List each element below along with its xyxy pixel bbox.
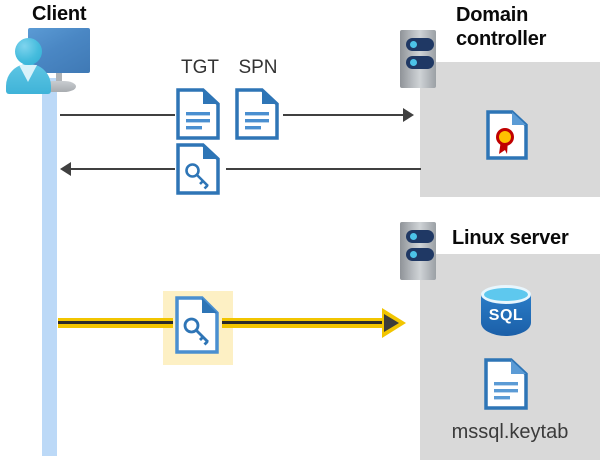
spn-document-icon xyxy=(235,88,279,140)
domain-controller-title-line1: Domain xyxy=(456,4,529,26)
flow-ticket-arrowhead xyxy=(384,314,399,332)
domain-controller-title-line2: controller xyxy=(456,28,547,50)
flow-response-arrowhead xyxy=(60,162,71,176)
flow-ticket-line-left-core xyxy=(58,321,173,324)
client-lifeline xyxy=(42,78,57,456)
keytab-filename-label: mssql.keytab xyxy=(451,421,569,443)
sql-database-icon: SQL xyxy=(478,285,534,341)
flow-response-line-right xyxy=(226,168,421,170)
rack-led-icon xyxy=(410,59,417,66)
tgt-document-icon xyxy=(176,88,220,140)
rack-led-icon xyxy=(410,233,417,240)
linux-server-title: Linux server xyxy=(452,227,569,249)
flow-response-line-left xyxy=(71,168,175,170)
linux-server-rack-icon xyxy=(400,222,436,280)
flow-request-arrowhead xyxy=(403,108,414,122)
keytab-document-icon xyxy=(484,358,528,410)
rack-led-icon xyxy=(410,41,417,48)
monitor-base-icon xyxy=(42,81,76,92)
rack-led-icon xyxy=(410,251,417,258)
certificate-document-icon xyxy=(486,110,528,160)
sql-label: SQL xyxy=(488,307,524,324)
user-collar-icon xyxy=(19,65,37,82)
flow-ticket-line-right-core xyxy=(222,321,382,324)
flow-request-line-right xyxy=(283,114,403,116)
flow-request-line-left xyxy=(60,114,175,116)
ticket-key-document-icon xyxy=(175,296,219,354)
page-title-client: Client xyxy=(32,3,87,25)
spn-label: SPN xyxy=(238,57,278,78)
sql-cylinder-top xyxy=(481,285,531,304)
client-workstation-icon xyxy=(6,28,92,94)
key-document-icon xyxy=(176,143,220,195)
tgt-label: TGT xyxy=(181,57,219,78)
domain-controller-rack-icon xyxy=(400,30,436,88)
user-head-icon xyxy=(15,38,42,65)
monitor-neck-icon xyxy=(56,73,62,84)
